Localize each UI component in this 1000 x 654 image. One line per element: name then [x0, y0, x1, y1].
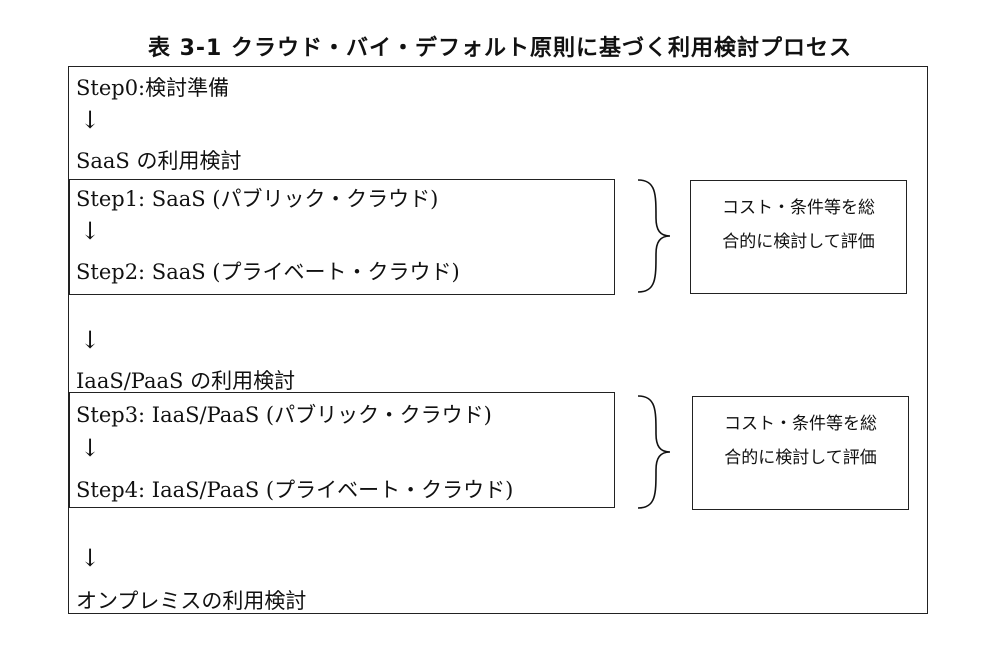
iaas-paas-heading: IaaS/PaaS の利用検討 — [76, 369, 296, 393]
evaluation-line2: 合的に検討して評価 — [724, 448, 877, 468]
step4-label: Step4: IaaS/PaaS (プライベート・クラウド) — [76, 478, 514, 502]
figure-title: 表 3-1 クラウド・バイ・デフォルト原則に基づく利用検討プロセス — [147, 36, 853, 61]
evaluation-line1: コスト・条件等を総 — [722, 198, 875, 218]
step3-label: Step3: IaaS/PaaS (パブリック・クラウド) — [76, 403, 492, 427]
evaluation-box: コスト・条件等を総 合的に検討して評価 — [692, 396, 909, 510]
saas-steps-box — [69, 179, 615, 295]
down-arrow-icon: ↓ — [80, 326, 101, 354]
down-arrow-icon: ↓ — [80, 106, 101, 134]
process-frame — [68, 66, 928, 614]
evaluation-line1: コスト・条件等を総 — [724, 414, 877, 434]
step1-label: Step1: SaaS (パブリック・クラウド) — [76, 187, 439, 211]
down-arrow-icon: ↓ — [80, 544, 101, 572]
evaluation-line2: 合的に検討して評価 — [722, 232, 875, 252]
saas-heading: SaaS の利用検討 — [76, 149, 242, 173]
evaluation-box: コスト・条件等を総 合的に検討して評価 — [690, 180, 907, 294]
down-arrow-icon: ↓ — [80, 434, 101, 462]
onpremise-heading: オンプレミスの利用検討 — [76, 589, 307, 613]
step0-label: Step0:検討準備 — [76, 76, 230, 100]
step2-label: Step2: SaaS (プライベート・クラウド) — [76, 260, 460, 284]
down-arrow-icon: ↓ — [80, 217, 101, 245]
right-brace-icon — [637, 179, 671, 293]
iaas-paas-steps-box — [69, 392, 615, 508]
right-brace-icon — [637, 395, 671, 509]
